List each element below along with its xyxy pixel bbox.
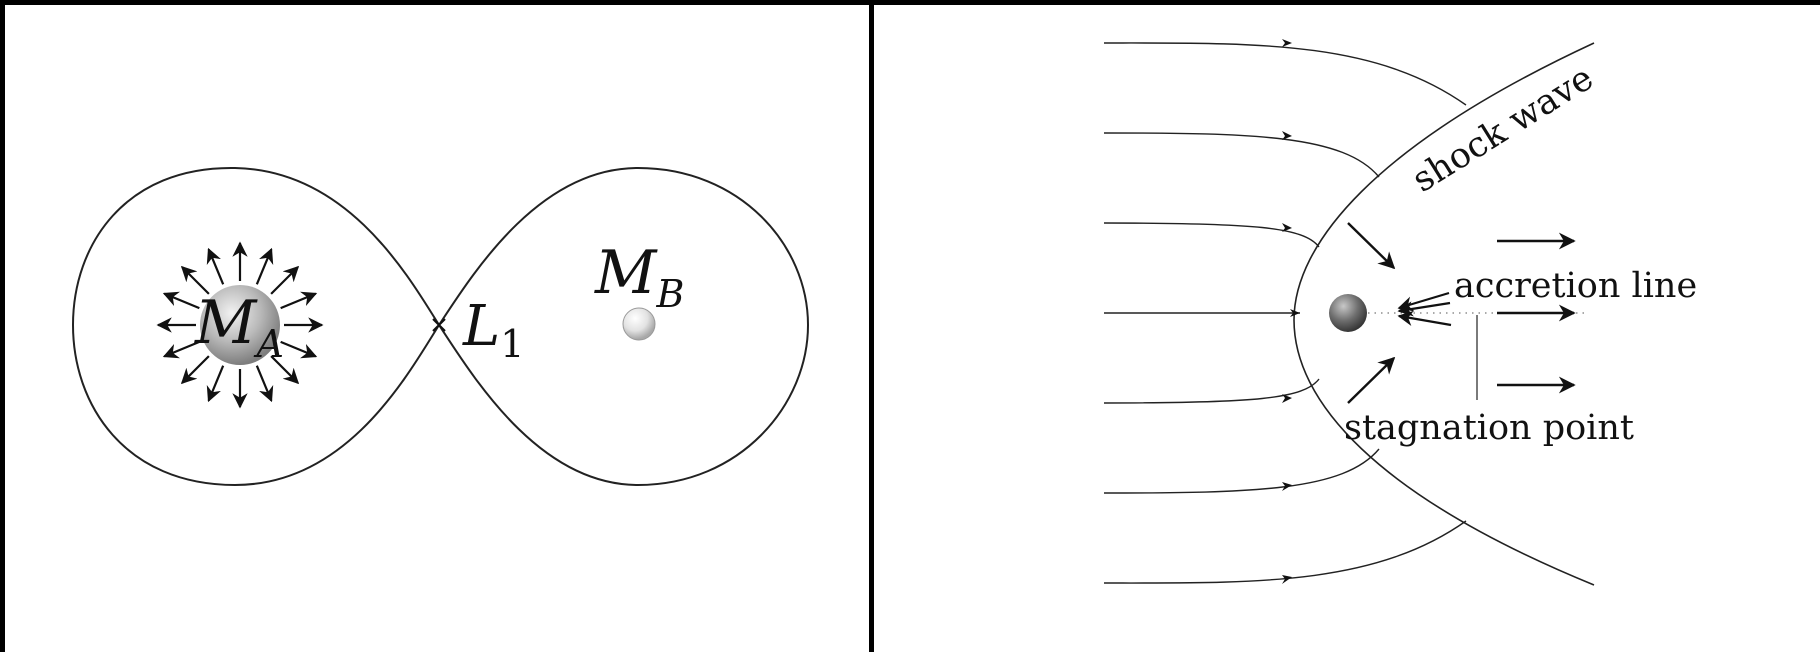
flow-line-6 xyxy=(1103,448,1380,494)
roche-lobe-panel: MA MB L1 xyxy=(5,5,869,652)
wind-arrow xyxy=(206,365,225,403)
wind-arrow xyxy=(270,265,300,295)
bow-shock-diagram: shock wave accretion line stagnation poi… xyxy=(1103,39,1697,586)
flow-lines xyxy=(1103,42,1467,584)
accretion-line-label: accretion line xyxy=(1454,266,1697,306)
mass-a-label: MA xyxy=(194,288,284,366)
wind-arrow xyxy=(162,340,200,359)
flow-arrowheads xyxy=(1282,39,1300,584)
wind-arrow xyxy=(180,265,210,295)
flow-line-1 xyxy=(1103,42,1467,106)
wind-arrow xyxy=(206,247,225,285)
wind-arrow xyxy=(280,291,318,310)
flow-line-5 xyxy=(1103,378,1320,404)
converging-flow-arrows xyxy=(1347,222,1396,404)
roche-lobe-diagram: MA MB L1 xyxy=(71,166,810,487)
star-b xyxy=(622,307,656,341)
outflow-arrows xyxy=(1497,232,1576,394)
wind-arrow xyxy=(180,355,210,385)
flow-line-7 xyxy=(1103,520,1467,584)
roche-lobe-a xyxy=(71,166,441,487)
wind-arrow xyxy=(255,247,274,285)
shock-front xyxy=(1293,42,1595,586)
wind-arrow xyxy=(280,340,318,359)
flow-line-3 xyxy=(1103,222,1320,248)
wind-arrow xyxy=(255,365,274,403)
lagrange-l1-label: L1 xyxy=(462,294,524,366)
stagnation-point-label: stagnation point xyxy=(1344,408,1634,448)
wind-arrow xyxy=(270,355,300,385)
accretion-inflow-arrows xyxy=(1397,291,1452,327)
accreting-star xyxy=(1329,294,1367,332)
stellar-wind-arrows xyxy=(156,241,324,409)
l1-point-marker xyxy=(432,318,446,332)
wind-arrow xyxy=(162,291,200,310)
flow-line-2 xyxy=(1103,132,1380,178)
roche-lobe-b xyxy=(437,166,810,487)
shock-wave-label: shock wave xyxy=(1406,58,1601,200)
mass-b-label: MB xyxy=(594,238,684,316)
star-a xyxy=(200,285,280,365)
bow-shock-panel: shock wave accretion line stagnation poi… xyxy=(874,5,1820,652)
